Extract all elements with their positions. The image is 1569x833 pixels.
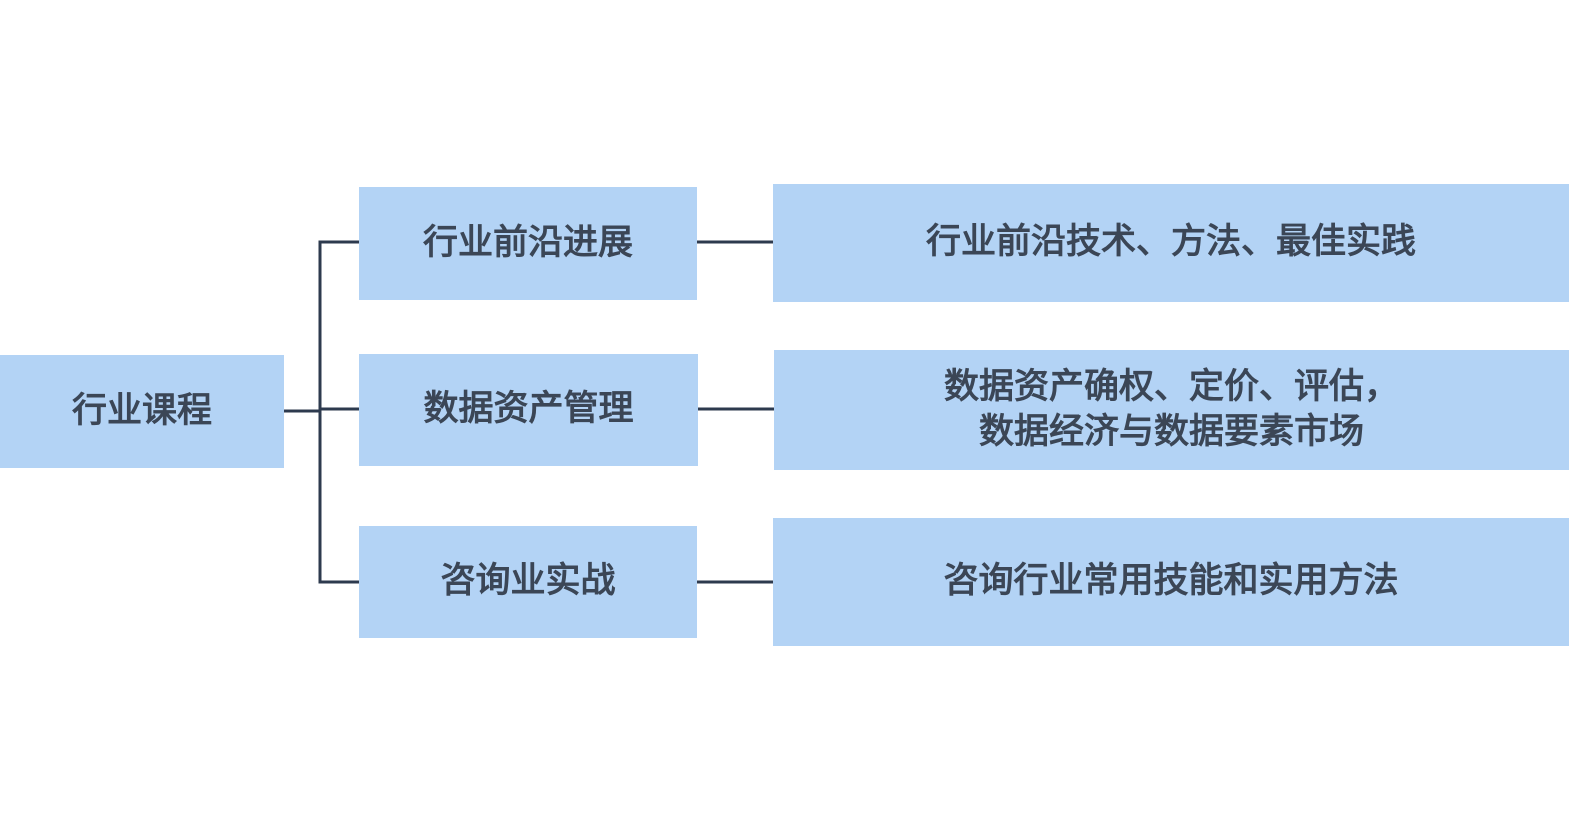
detail-node-text: 咨询行业常用技能和实用方法 (943, 561, 1399, 602)
branch-node-frontier: 行业前沿进展 (359, 187, 697, 300)
detail-node-consulting: 咨询行业常用技能和实用方法 (773, 518, 1569, 646)
detail-node-text: 行业前沿技术、方法、最佳实践 (925, 222, 1416, 263)
root-node-label: 行业课程 (71, 390, 212, 431)
detail-node-frontier: 行业前沿技术、方法、最佳实践 (773, 184, 1569, 302)
branch-node-consulting: 咨询业实战 (359, 526, 697, 638)
root-node: 行业课程 (0, 355, 284, 468)
branch-node-data-assets: 数据资产管理 (359, 354, 698, 466)
detail-node-data-assets: 数据资产确权、定价、评估， 数据经济与数据要素市场 (774, 350, 1569, 470)
branch-node-label: 行业前沿进展 (422, 222, 633, 263)
detail-node-text-line-2: 数据经济与数据要素市场 (978, 412, 1364, 452)
detail-node-text-line-1: 数据资产确权、定价、评估， (943, 366, 1399, 407)
branch-node-label: 数据资产管理 (423, 389, 634, 430)
branch-node-label: 咨询业实战 (440, 561, 616, 602)
